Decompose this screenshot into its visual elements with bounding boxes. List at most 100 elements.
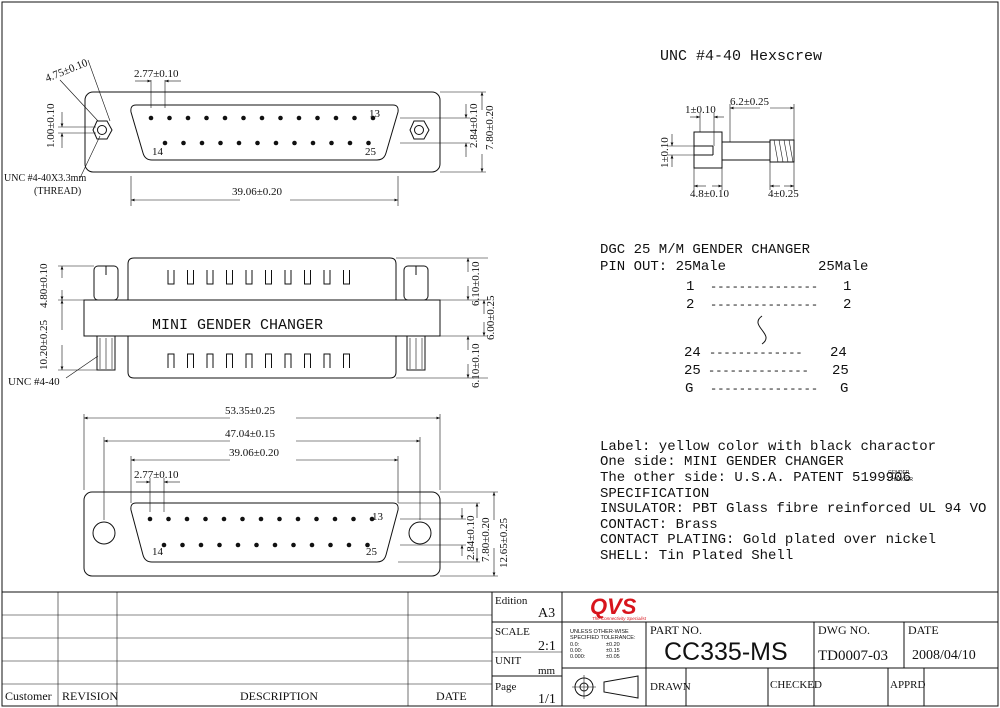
dim-2-84-bottom: 2.84±0.10	[465, 515, 477, 560]
pin-dot	[332, 516, 338, 522]
pin-dot	[240, 516, 245, 522]
pin-dot	[329, 140, 334, 146]
contact-slot-upper	[323, 270, 331, 285]
pinout-break-symbol	[757, 315, 767, 345]
pin-dot	[181, 140, 186, 146]
svg-text:1: 1	[686, 279, 694, 295]
pin-dot	[347, 140, 353, 146]
note-other-side: The other side: U.S.A. PATENT 5199906	[600, 470, 911, 486]
hex-dim-4: 4±0.25	[768, 188, 799, 200]
pin-dot	[278, 115, 283, 121]
pin-dot	[241, 115, 246, 121]
thread-callout-paren: (THREAD)	[34, 186, 81, 197]
spec-contact: CONTACT: Brass	[600, 517, 718, 533]
svg-text:---------------: ---------------	[710, 298, 818, 312]
col-date: DATE	[436, 689, 467, 703]
bottom-view-pin-field	[147, 516, 375, 548]
pin-dot	[255, 140, 260, 146]
scale-value: 2:1	[538, 639, 556, 654]
dim-2-77-top: 2.77±0.10	[134, 68, 179, 80]
spec-plating: CONTACT PLATING: Gold plated over nickel	[600, 532, 936, 548]
contact-slot-upper	[226, 270, 233, 285]
pinout-title: DGC 25 M/M GENDER CHANGER	[600, 242, 811, 258]
top-view-shell	[130, 104, 399, 161]
contact-slot-upper	[284, 270, 292, 285]
pin-dot	[166, 516, 171, 522]
pin-dot	[203, 516, 208, 522]
dim-39-06-top: 39.06±0.20	[232, 186, 283, 198]
dwg-no-value: TD0007-03	[818, 648, 888, 664]
svg-text:±0.05: ±0.05	[606, 654, 620, 660]
pin-dot	[328, 542, 333, 548]
pin-dot	[161, 542, 167, 548]
pin-dot	[218, 140, 223, 146]
title-block: Customer REVISION DESCRIPTION DATE Editi…	[2, 591, 998, 707]
dim-12-65: 12.65±0.25	[498, 517, 510, 568]
hex-dim-4-8: 4.8±0.10	[690, 188, 730, 200]
svg-text:±0.20: ±0.20	[606, 642, 620, 648]
svg-text:1: 1	[843, 279, 851, 295]
side-screw-right-thread	[406, 335, 426, 371]
pinout-row: 25 -------------- 25	[684, 363, 849, 379]
pin-dot	[291, 542, 296, 548]
pin-dot	[366, 140, 371, 146]
contact-slot-lower	[284, 353, 292, 368]
top-view: 13 14 25 4.75±0.10 2.77±0.10 1.00±0.10 U…	[4, 57, 496, 206]
tolerance-line-2: SPECIFIED TOLERANCE:	[570, 635, 636, 641]
bottom-pin-25-label: 25	[366, 546, 378, 558]
qvs-tagline: The Connectivity Specialist	[592, 616, 647, 621]
spec-title: SPECIFICATION	[600, 486, 709, 502]
pin-dot	[147, 516, 153, 522]
svg-text:±0.15: ±0.15	[606, 648, 620, 654]
pinout-row: 1 --------------- 1	[686, 279, 851, 295]
hex-screw-left-hole	[97, 125, 107, 135]
pin-dot	[292, 140, 297, 146]
col-description: DESCRIPTION	[240, 689, 318, 703]
dim-6-00: 6.00±0.25	[485, 295, 497, 340]
side-screw-left-thread	[96, 335, 116, 371]
note-small-changer: CHANGER	[888, 477, 913, 483]
dim-6-10-bottom: 6.10±0.10	[470, 343, 482, 388]
pin-dot	[204, 115, 209, 121]
pin-dot	[310, 140, 316, 146]
svg-text:0.000:: 0.000:	[570, 654, 586, 660]
contact-slot-lower	[226, 353, 233, 368]
svg-text:-------------: -------------	[709, 346, 803, 360]
contact-slot-lower	[343, 353, 350, 368]
dim-2-84-top: 2.84±0.10	[468, 103, 480, 148]
contact-slot-lower	[265, 353, 272, 368]
pin-dot	[314, 516, 319, 522]
bottom-pin-14-label: 14	[152, 546, 164, 558]
hex-dim-1-side: 1±0.10	[659, 137, 671, 168]
pin-dot	[236, 140, 242, 146]
dim-2-77-bottom: 2.77±0.10	[134, 469, 179, 481]
top-view-flange	[84, 91, 441, 173]
contact-slot-upper	[245, 270, 253, 285]
pin-dot	[221, 516, 227, 522]
side-view-label: MINI GENDER CHANGER	[152, 317, 323, 334]
qvs-logo: QVS	[590, 594, 637, 619]
dim-4-80: 4.80±0.10	[38, 263, 50, 308]
pinout-left-header: PIN OUT: 25Male	[600, 259, 726, 275]
dim-4-75: 4.75±0.10	[44, 57, 90, 85]
pin-dot	[272, 542, 278, 548]
hex-dim-1-top: 1±0.10	[685, 104, 716, 116]
tolerance-line-1: UNLESS OTHER-WISE	[570, 629, 629, 635]
spec-notes: Label: yellow color with black charactor…	[600, 439, 986, 564]
unit-label: UNIT	[495, 655, 522, 667]
pin-dot	[295, 516, 301, 522]
dim-line-4-75	[59, 79, 99, 122]
contact-slot-lower	[187, 353, 194, 368]
apprd-label: APPRD	[890, 679, 926, 691]
checked-label: CHECKED	[770, 679, 822, 691]
side-view-upper-shell	[127, 257, 397, 300]
hex-dim-6-2: 6.2±0.25	[730, 96, 770, 108]
hexscrew-detail: UNC #4-40 Hexscrew 1±0.10 6.2±0.25 1±0.1…	[659, 48, 822, 200]
pin-dot	[346, 542, 352, 548]
pin-dot	[352, 115, 357, 121]
date-label: DATE	[908, 623, 939, 637]
page-label: Page	[495, 681, 517, 693]
pin-dot	[222, 115, 228, 121]
pin-dot	[148, 115, 154, 121]
